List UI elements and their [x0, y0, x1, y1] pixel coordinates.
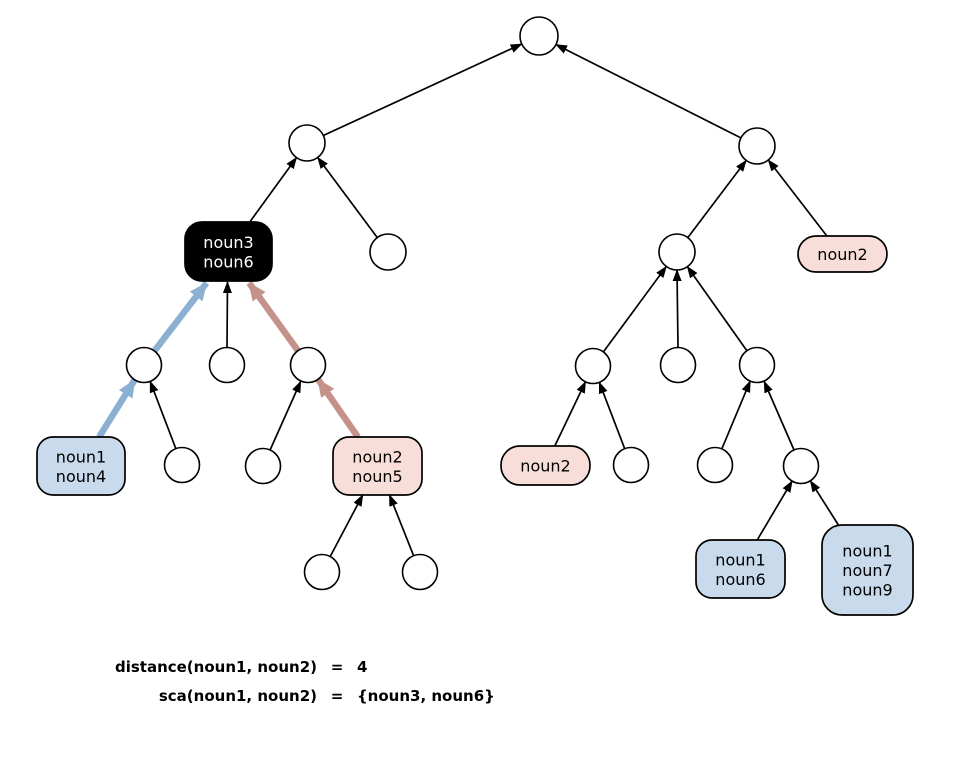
formula-sca-row: sca(noun1, noun2) = {noun3, noun6} [87, 682, 495, 711]
tree-node-right-mid [658, 233, 696, 271]
edge-arrow-thin [809, 479, 840, 526]
tree-node-l6-b [401, 553, 439, 591]
edge-arrow-thin [149, 380, 177, 449]
edge-arrow-thin [317, 156, 379, 239]
tree-node-l5-e [782, 447, 820, 485]
tree-node-l4-c [289, 346, 327, 384]
node-box-noun2-east: noun2 [797, 235, 888, 273]
edge-arrow-thin [388, 494, 415, 557]
edge-arrow-thin [269, 380, 302, 451]
formula-distance-equals: = [330, 658, 344, 676]
formula-distance-value: 4 [357, 658, 368, 676]
edge-arrow-blue [151, 281, 210, 353]
formula-distance-row: distance(noun1, noun2) = 4 [87, 653, 495, 682]
edge-arrow-thin [322, 43, 523, 137]
formula-sca-equals: = [330, 687, 344, 705]
edge-arrow-pink [246, 281, 301, 353]
edge-arrow-pink [315, 377, 361, 439]
tree-node-right-internal [738, 127, 776, 165]
tree-node-l5-b [244, 447, 282, 485]
edge-arrow-thin [329, 494, 364, 557]
edge-arrow-thin [721, 380, 751, 450]
node-box-noun2-south: noun2 [500, 445, 591, 486]
node-box-label: noun2 [520, 456, 570, 475]
tree-node-l6-a [303, 553, 341, 591]
edge-arrow-blue [96, 378, 138, 439]
edge-arrow-thin [686, 159, 747, 239]
tree-node-l4-f [738, 346, 776, 384]
formula-sca-lhs: sca(noun1, noun2) [158, 687, 317, 705]
edge-arrow-thin [602, 265, 667, 353]
tree-node-l5-d [696, 446, 734, 484]
tree-node-l4-e [659, 346, 697, 384]
tree-node-left-sibling [369, 233, 407, 271]
node-box-label: noun2 [817, 245, 867, 264]
tree-node-l5-a [163, 446, 201, 484]
edge-arrow-thin [686, 265, 748, 352]
tree-node-root [519, 16, 559, 56]
edge-arrow-thin [756, 480, 793, 541]
edge-arrow-thin [249, 156, 298, 223]
tree-node-l4-d [574, 347, 612, 385]
formula-distance-lhs: distance(noun1, noun2) [114, 658, 317, 676]
edge-arrow-thin [767, 159, 828, 237]
edge-arrow-thin [763, 380, 795, 451]
edge-arrow-thin [222, 281, 232, 348]
formula-block: distance(noun1, noun2) = 4 sca(noun1, no… [87, 653, 495, 711]
tree-node-l4-a [125, 346, 163, 384]
tree-node-left-internal [288, 124, 326, 162]
tree-node-l4-b [208, 346, 246, 384]
edge-arrow-thin [598, 381, 626, 450]
edge-arrow-thin [672, 269, 682, 348]
formula-sca-value: {noun3, noun6} [357, 687, 495, 705]
edge-arrow-thin [554, 380, 587, 447]
edge-arrow-thin [555, 43, 742, 139]
tree-node-l5-c [612, 446, 650, 484]
